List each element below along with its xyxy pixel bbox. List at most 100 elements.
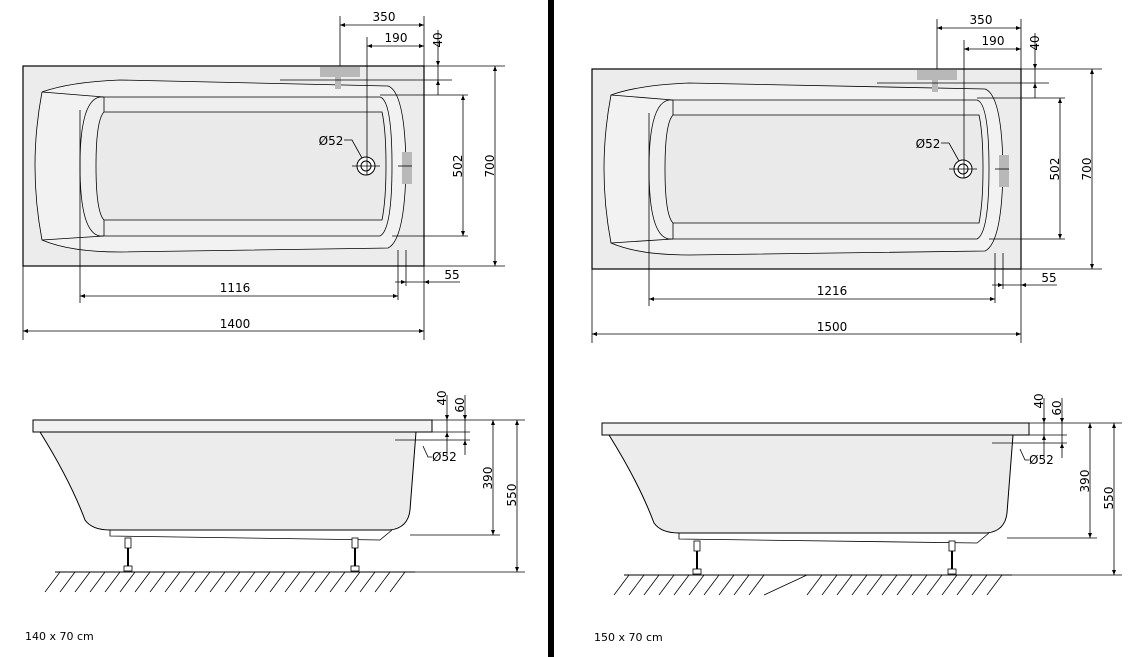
arrowhead [1033,83,1037,88]
arrowhead [1112,570,1116,575]
arrowhead [461,231,465,236]
floor-hatch [374,571,391,593]
arrowhead [419,23,424,27]
arrowhead [515,567,519,572]
floor-hatch [194,571,211,593]
arrowhead [493,261,497,266]
floor-hatch [941,574,958,596]
arrowhead [964,47,969,51]
side-dim-60-label: 60 [453,397,467,412]
leg-bracket [693,540,701,552]
floor-hatch [866,574,883,596]
leg-bracket [351,537,359,549]
arrowhead [445,432,449,437]
arrowhead [1088,533,1092,538]
floor-hatch [926,574,943,596]
floor-hatch [628,574,645,596]
dim-55-label: 55 [444,268,459,282]
floor-hatch [881,574,898,596]
side-dim-40-label: 40 [435,390,449,405]
caption-left: 140 x 70 cm [25,630,94,643]
tub-side-body [39,431,417,531]
leg-foot [350,565,360,572]
drain-diameter-label: Ø52 [916,137,941,151]
side-dim-40-label: 40 [1032,393,1046,408]
headrest-line [41,235,105,241]
floor-hatch [821,574,838,596]
arrowhead [990,297,995,301]
floor-hatch [836,574,853,596]
arrowhead [491,420,495,425]
floor-hatch [89,571,106,593]
arrowhead [436,61,440,66]
side-dim-550-label: 550 [505,484,519,507]
floor-hatch [134,571,151,593]
headrest-line [41,91,105,98]
floor-hatch [359,571,376,593]
arrowhead [649,297,654,301]
floor-hatch [314,571,331,593]
floor-hatch [254,571,271,593]
floor-hatch [643,574,660,596]
side-drain-label: Ø52 [432,450,457,464]
tub-side-rim [32,419,433,433]
arrowhead [1112,423,1116,428]
side-drain-leader [1019,448,1029,461]
floor-hatch [806,574,823,596]
headrest-line [610,94,674,101]
arrowhead [1090,69,1094,74]
floor-hatch [209,571,226,593]
panel-divider [548,0,554,657]
floor-hatch [269,571,286,593]
arrowhead [461,95,465,100]
dim-350-label: 350 [373,10,396,24]
floor-hatch [688,574,705,596]
arrowhead [367,44,372,48]
arrowhead [419,44,424,48]
arrowhead [493,66,497,71]
arrowhead [1042,418,1046,423]
leg-foot [123,565,133,572]
floor-hatch [718,574,735,596]
floor-hatch [329,571,346,593]
dim-total-length-label: 1400 [220,317,251,331]
floor-hatch [74,571,91,593]
arrowhead [515,420,519,425]
leg-foot [947,568,957,575]
floor-hatch [703,574,720,596]
floor-hatch [344,571,361,593]
dim-700-label: 700 [1080,158,1094,181]
dim-total-length-label: 1500 [817,320,848,334]
floor-hatch [911,574,928,596]
side-dim-390-label: 390 [1078,470,1092,493]
arrowhead [1033,64,1037,69]
side-dim-550-label: 550 [1102,487,1116,510]
tub-side-body [608,434,1014,534]
dim-700-label: 700 [483,155,497,178]
arrowhead [1060,418,1064,423]
arrowhead [1058,98,1062,103]
dim-190-label: 190 [385,31,408,45]
arrowhead [1016,47,1021,51]
tub-basin-inner [95,111,387,221]
drain-diameter-label: Ø52 [319,134,344,148]
dim-350-label: 350 [970,13,993,27]
arrowhead [1060,443,1064,448]
tub-base-frame [109,529,393,541]
caption-right: 150 x 70 cm [594,631,663,644]
floor-hatch [149,571,166,593]
dim-40-label: 40 [1028,35,1042,50]
arrowhead [491,530,495,535]
floor-hatch [971,574,988,596]
floor-hatch [239,571,256,593]
floor-hatch [119,571,136,593]
floor-hatch [763,574,808,596]
floor-hatch [284,571,301,593]
arrowhead [401,280,406,284]
arrowhead [424,280,429,284]
floor-hatch [104,571,121,593]
arrowhead [1016,26,1021,30]
